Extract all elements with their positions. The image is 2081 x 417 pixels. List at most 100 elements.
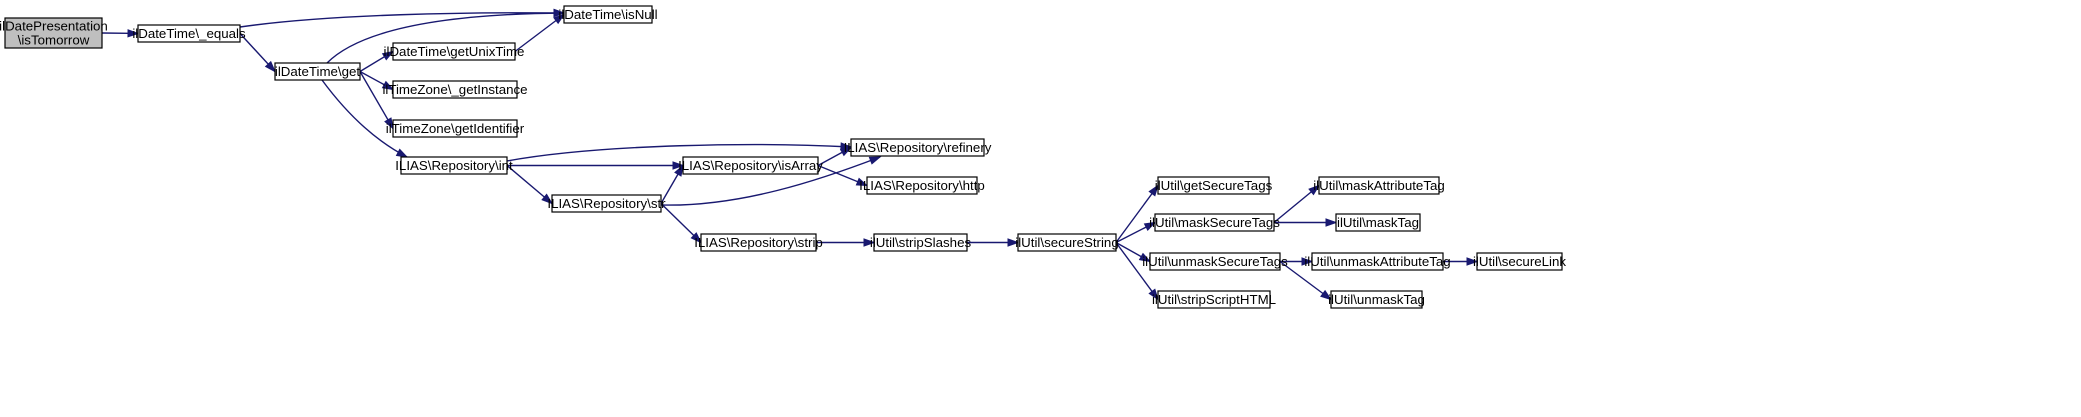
function-node[interactable]: ilUtil\secureString — [1015, 233, 1119, 252]
node-box — [392, 42, 516, 61]
arrowhead-icon — [1466, 257, 1479, 266]
function-node[interactable]: ilUtil\unmaskAttributeTag — [1304, 252, 1451, 271]
node-label: ilUtil\secureLink — [1473, 254, 1566, 269]
node-label: ilUtil\maskSecureTags — [1149, 215, 1280, 230]
function-node[interactable]: ilUtil\stripScriptHTML — [1152, 290, 1276, 309]
edge-n11-n12 — [660, 202, 703, 244]
edge-n0-n1 — [101, 29, 140, 38]
arrowhead-icon — [553, 13, 566, 25]
node-label: ilUtil\getSecureTags — [1155, 178, 1273, 193]
edge-n3-n2 — [326, 8, 566, 64]
node-label: ilUtil\unmaskSecureTags — [1142, 254, 1288, 269]
function-node[interactable]: ilDateTime\get — [274, 62, 361, 81]
edge-line — [506, 143, 852, 162]
function-node[interactable]: ilDateTime\getUnixTime — [384, 42, 525, 61]
function-node[interactable]: ilUtil\maskAttributeTag — [1313, 176, 1445, 195]
edge-n14-n23 — [1115, 242, 1159, 301]
function-node[interactable]: ilUtil\unmaskSecureTags — [1142, 252, 1288, 271]
arrowhead-icon — [1320, 289, 1333, 301]
arrowhead-icon — [1308, 184, 1321, 196]
function-node[interactable]: ilDateTime\_equals — [132, 24, 246, 43]
node-box — [563, 5, 653, 24]
node-label: ILIAS\Repository\refinery — [844, 140, 992, 155]
node-box — [1017, 233, 1117, 252]
edge-n12-n13 — [816, 238, 876, 247]
function-node[interactable]: ilUtil\unmaskTag — [1328, 290, 1425, 309]
function-node[interactable]: ilUtil\stripSlashes — [870, 233, 972, 252]
root-node[interactable]: ilDatePresentation\isTomorrow — [0, 17, 108, 49]
edge-n3-n5 — [359, 70, 395, 91]
edge-n11-n8 — [660, 156, 882, 206]
arrowhead-icon — [264, 60, 277, 73]
node-label: ILIAS\Repository\strip — [694, 235, 823, 250]
arrowhead-icon — [1138, 252, 1152, 263]
node-label: ilUtil\unmaskAttributeTag — [1304, 254, 1450, 269]
node-label: \isTomorrow — [18, 33, 90, 48]
function-node[interactable]: ILIAS\Repository\http — [859, 176, 985, 195]
arrowhead-icon — [1143, 221, 1157, 232]
arrowhead-icon — [381, 80, 395, 91]
edge-line — [239, 12, 565, 28]
node-label: ilUtil\maskTag — [1337, 215, 1419, 230]
node-label: ilDateTime\isNull — [558, 7, 657, 22]
node-box — [1330, 290, 1423, 309]
arrowhead-icon — [395, 148, 409, 158]
arrowhead-icon — [868, 156, 882, 165]
arrowhead-icon — [1148, 184, 1159, 197]
node-box — [1311, 252, 1444, 271]
edge-n19-n20 — [1280, 257, 1314, 266]
arrowhead-icon — [672, 161, 685, 170]
node-box — [392, 119, 518, 138]
function-node[interactable]: ilDateTime\isNull — [558, 5, 658, 24]
node-box — [1149, 252, 1281, 271]
arrowhead-icon — [839, 146, 853, 157]
node-label: ilDateTime\get — [275, 64, 361, 79]
node-box — [1157, 176, 1270, 195]
edge-line — [321, 79, 408, 158]
edge-n7-n9 — [507, 161, 685, 170]
node-label: ilTimeZone\_getInstance — [382, 82, 527, 97]
function-node[interactable]: ilUtil\secureLink — [1473, 252, 1566, 271]
node-label: ilUtil\stripSlashes — [870, 235, 972, 250]
node-label: ilDatePresentation — [0, 19, 108, 34]
function-node[interactable]: ilUtil\maskTag — [1335, 213, 1421, 232]
function-node[interactable]: ilTimeZone\getIdentifier — [386, 119, 525, 138]
function-node[interactable]: ILIAS\Repository\strip — [694, 233, 823, 252]
edge-n3-n7 — [321, 79, 409, 158]
node-label: ILIAS\Repository\int — [395, 158, 513, 173]
edge-n16-n18 — [1274, 218, 1338, 227]
function-node[interactable]: ILIAS\Repository\str — [547, 194, 666, 213]
node-box — [873, 233, 968, 252]
edge-n16-n17 — [1273, 184, 1321, 224]
node-label: ilUtil\secureString — [1015, 235, 1118, 250]
node-box — [4, 17, 103, 49]
function-node[interactable]: ilUtil\maskSecureTags — [1149, 213, 1280, 232]
nodes-layer: ilDatePresentation\isTomorrow ilDateTime\… — [0, 5, 1566, 309]
function-node[interactable]: ILIAS\Repository\int — [395, 156, 513, 175]
arrowhead-icon — [1301, 257, 1314, 266]
arrowhead-icon — [1148, 288, 1159, 301]
node-box — [137, 24, 241, 43]
edge-n19-n22 — [1279, 260, 1333, 301]
edge-line — [326, 12, 565, 64]
node-box — [850, 138, 985, 157]
node-box — [400, 156, 508, 175]
edge-line — [1115, 242, 1159, 300]
node-box — [1335, 213, 1421, 232]
arrowhead-icon — [690, 232, 703, 244]
node-label: ilTimeZone\getIdentifier — [386, 121, 525, 136]
node-label: ILIAS\Repository\http — [859, 178, 985, 193]
arrowhead-icon — [855, 177, 869, 187]
function-node[interactable]: ILIAS\Repository\isArray — [678, 156, 823, 175]
arrowhead-icon — [1325, 218, 1338, 227]
edge-n14-n16 — [1115, 221, 1157, 244]
node-label: ilDateTime\_equals — [132, 26, 246, 41]
edge-line — [1279, 260, 1332, 301]
function-node[interactable]: ilUtil\getSecureTags — [1155, 176, 1273, 195]
function-node[interactable]: ILIAS\Repository\refinery — [844, 138, 992, 157]
edge-n1-n2 — [239, 8, 566, 28]
arrowhead-icon — [553, 8, 566, 18]
node-box — [551, 194, 662, 213]
function-node[interactable]: ilTimeZone\_getInstance — [382, 80, 528, 99]
node-box — [1157, 290, 1271, 309]
